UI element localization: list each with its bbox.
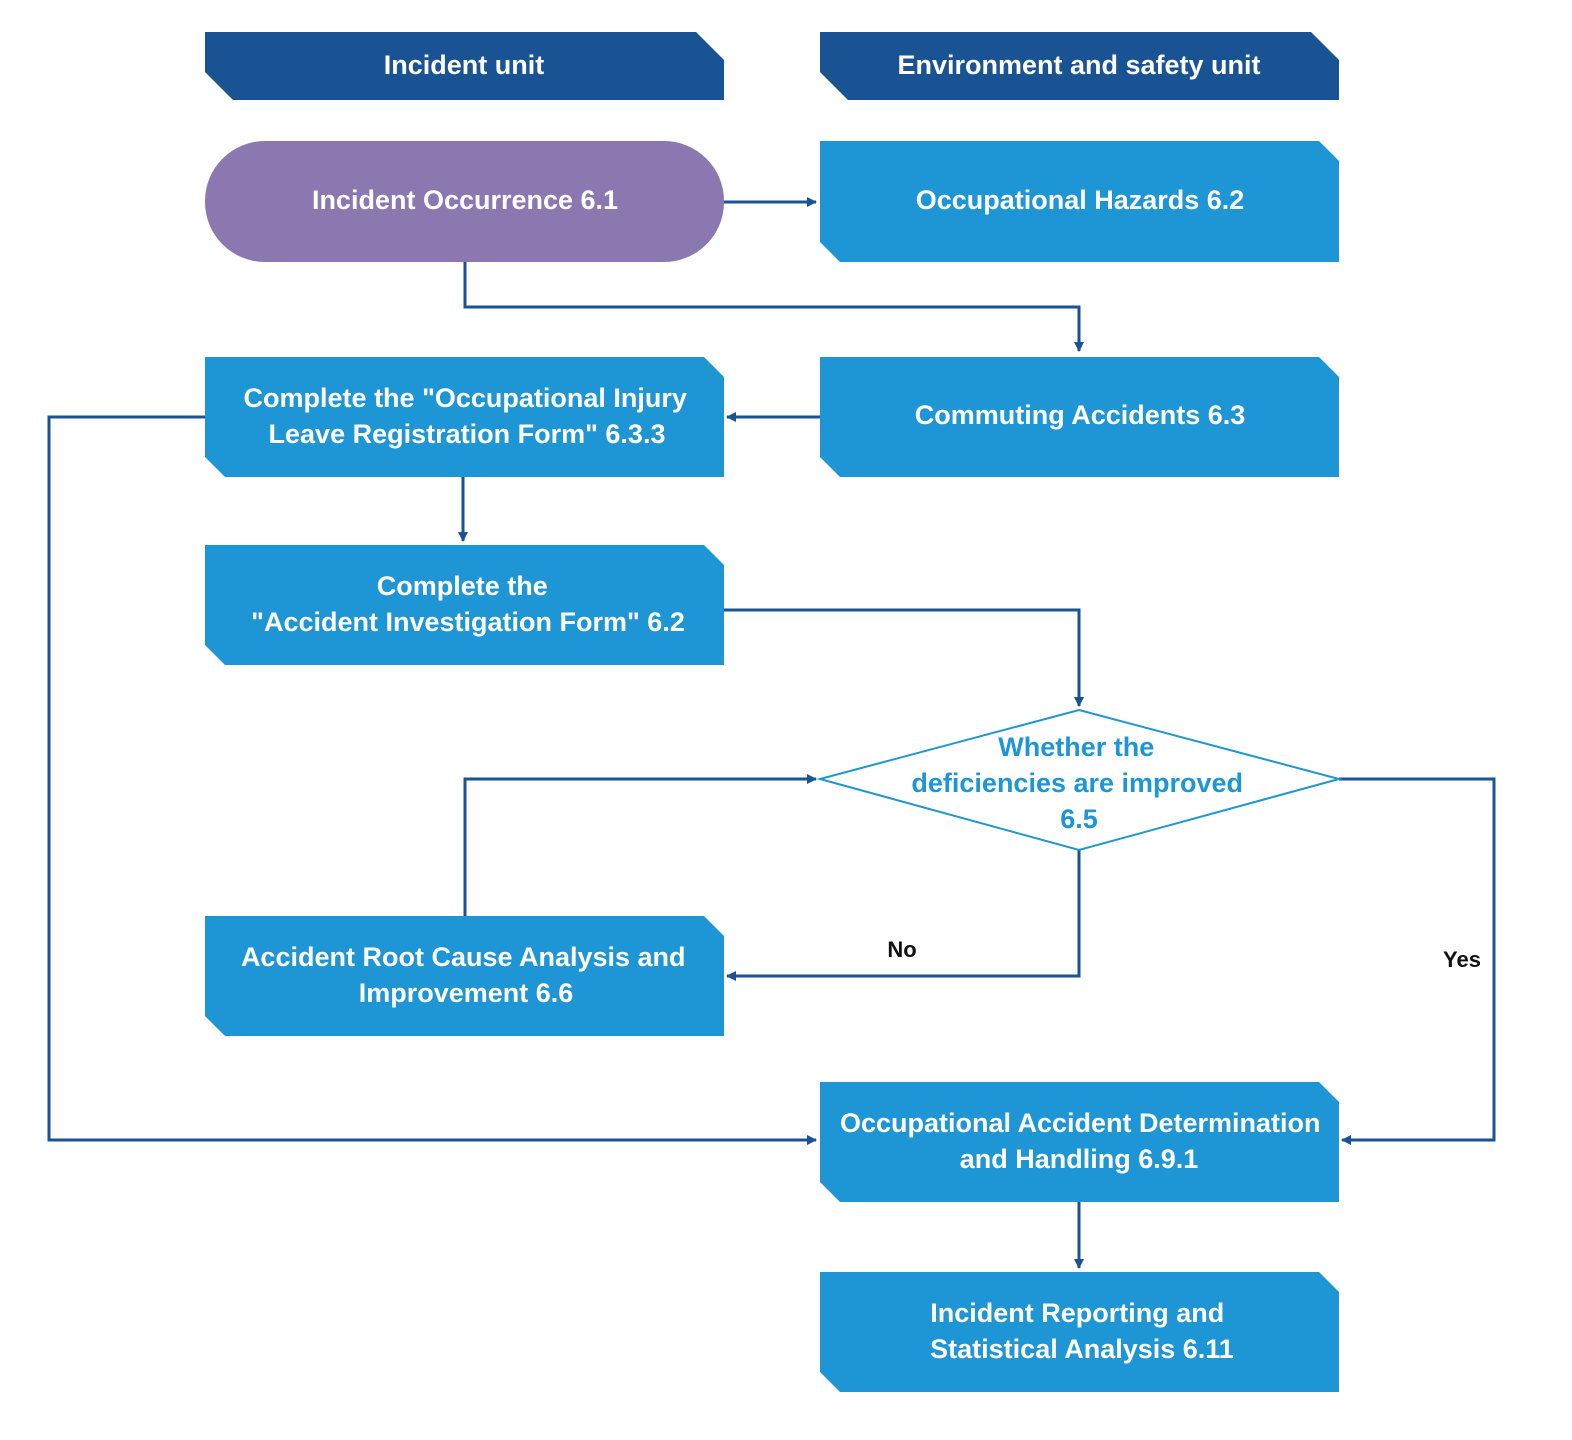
edge-decision-yes-to-determination bbox=[1339, 777, 1496, 1145]
edge-label-no: No bbox=[887, 937, 916, 962]
node-incident-reporting[interactable]: Incident Reporting and Statistical Analy… bbox=[820, 1272, 1339, 1392]
node-root-cause-analysis[interactable]: Accident Root Cause Analysis and Improve… bbox=[205, 916, 724, 1036]
edge-injury-form-to-determination bbox=[47, 415, 817, 1145]
node-injury-leave-form[interactable]: Complete the "Occupational Injury Leave … bbox=[205, 357, 724, 477]
edge-investigation-form-to-decision bbox=[724, 608, 1084, 707]
node-investigation-form-label: Complete the "Accident Investigation For… bbox=[251, 571, 685, 637]
node-occupational-hazards-label: Occupational Hazards 6.2 bbox=[916, 185, 1245, 215]
node-deficiencies-decision-label: Whether the deficiencies are improved 6.… bbox=[911, 732, 1250, 834]
lane-header-incident-unit: Incident unit bbox=[205, 32, 724, 100]
edge-decision-no-to-root-cause bbox=[726, 850, 1081, 981]
node-incident-occurrence-label: Incident Occurrence 6.1 bbox=[312, 185, 618, 215]
node-commuting-accidents[interactable]: Commuting Accidents 6.3 bbox=[820, 357, 1339, 477]
node-investigation-form[interactable]: Complete the "Accident Investigation For… bbox=[205, 545, 724, 665]
lane-header-incident-unit-label: Incident unit bbox=[384, 50, 544, 80]
node-accident-determination[interactable]: Occupational Accident Determination and … bbox=[820, 1082, 1339, 1202]
node-root-cause-analysis-label: Accident Root Cause Analysis and Improve… bbox=[241, 942, 693, 1008]
lane-header-environment-safety-unit-label: Environment and safety unit bbox=[897, 50, 1260, 80]
node-injury-leave-form-label: Complete the "Occupational Injury Leave … bbox=[244, 383, 695, 449]
edge-root-cause-to-decision bbox=[463, 774, 817, 916]
lane-header-environment-safety-unit: Environment and safety unit bbox=[820, 32, 1339, 100]
node-deficiencies-decision[interactable]: Whether the deficiencies are improved 6.… bbox=[816, 708, 1343, 852]
node-incident-occurrence[interactable]: Incident Occurrence 6.1 bbox=[205, 141, 724, 262]
node-incident-reporting-label: Incident Reporting and Statistical Analy… bbox=[930, 1298, 1234, 1364]
edges bbox=[47, 197, 1496, 1269]
node-accident-determination-label: Occupational Accident Determination and … bbox=[840, 1108, 1328, 1174]
node-commuting-accidents-label: Commuting Accidents 6.3 bbox=[915, 400, 1246, 430]
node-occupational-hazards[interactable]: Occupational Hazards 6.2 bbox=[820, 141, 1339, 262]
edge-occurrence-to-commuting bbox=[463, 262, 1084, 352]
edge-label-yes: Yes bbox=[1443, 947, 1481, 972]
